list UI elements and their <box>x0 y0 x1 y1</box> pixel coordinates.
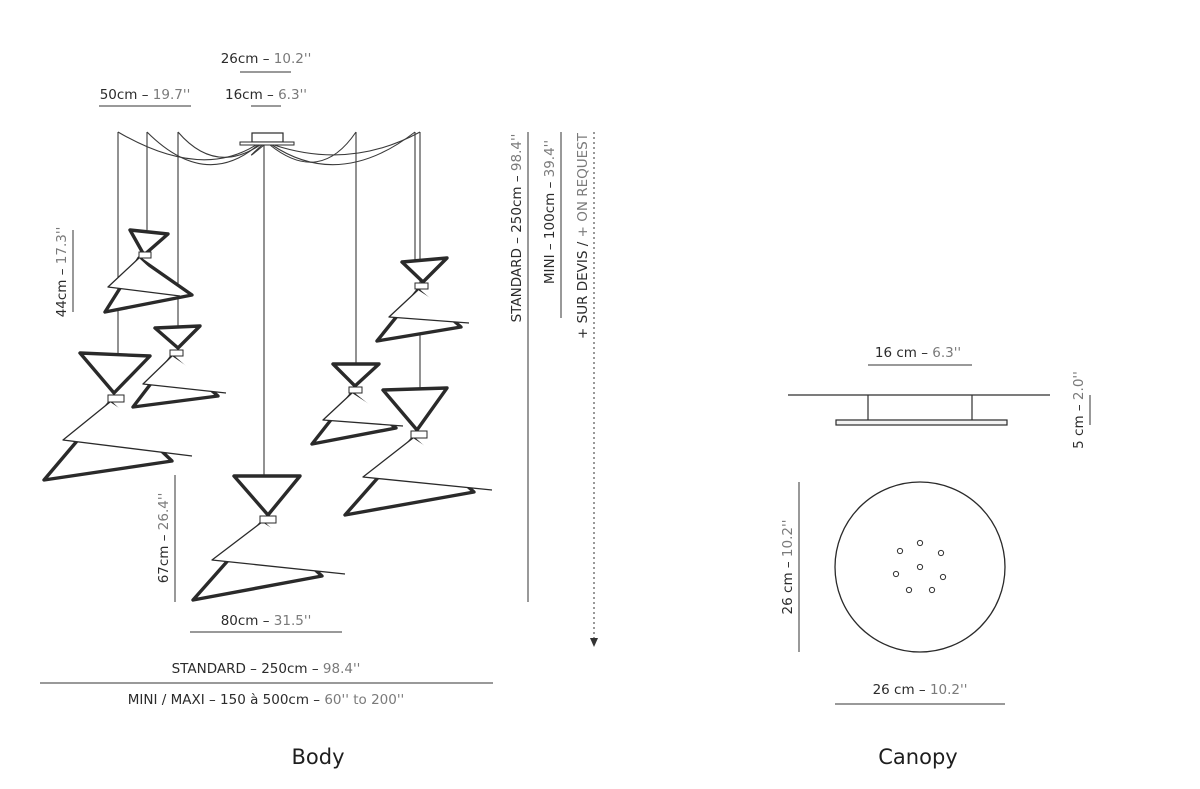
canopy-drawing: 16 cm – 6.3'' 5 cm – 2.0'' <box>780 345 1091 769</box>
canopy-disc <box>251 132 284 143</box>
svg-text:16cm – 6.3'': 16cm – 6.3'' <box>225 87 307 103</box>
dim-shade-small-width: 50cm – 19.7'' <box>99 87 191 107</box>
dim-canopy-inner: 16cm – 6.3'' <box>225 87 307 107</box>
shade-large-left <box>42 351 193 482</box>
canopy-caption: Canopy <box>878 745 957 769</box>
svg-text:+ SUR DEVIS / + ON REQUEST: + SUR DEVIS / + ON REQUEST <box>575 132 591 339</box>
svg-text:80cm – 31.5'': 80cm – 31.5'' <box>221 613 312 629</box>
svg-text:STANDARD – 250cm – 98.4'': STANDARD – 250cm – 98.4'' <box>509 134 525 323</box>
svg-text:67cm – 26.4'': 67cm – 26.4'' <box>156 493 172 584</box>
dim-canopy-plan-width: 26 cm – 10.2'' <box>835 682 1005 705</box>
svg-text:MINI / MAXI – 150 à 500cm – 60: MINI / MAXI – 150 à 500cm – 60'' to 200'… <box>128 692 405 708</box>
svg-text:26cm – 10.2'': 26cm – 10.2'' <box>221 51 312 67</box>
shade-small-top-left <box>103 228 194 314</box>
body-caption: Body <box>291 745 344 769</box>
body-drawing: 26cm – 10.2'' 50cm – 19.7'' 16cm – 6.3'' <box>40 51 598 769</box>
dim-shade-large-height: 67cm – 26.4'' <box>156 475 176 602</box>
shade-large-center <box>191 474 346 602</box>
dim-overall-width: STANDARD – 250cm – 98.4'' MINI / MAXI – … <box>40 661 493 708</box>
canopy-side-view <box>788 394 1050 426</box>
svg-text:5 cm – 2.0'': 5 cm – 2.0'' <box>1071 371 1087 449</box>
shade-small-mid-left <box>131 324 227 409</box>
shade-small-right <box>310 362 404 446</box>
dim-mini-drop: MINI – 100cm – 39.4'' <box>542 132 562 318</box>
svg-text:26 cm – 10.2'': 26 cm – 10.2'' <box>873 682 968 698</box>
dim-canopy-plan-height: 26 cm – 10.2'' <box>780 482 800 652</box>
cable-hole-pattern <box>892 539 947 594</box>
svg-text:STANDARD – 250cm – 98.4'': STANDARD – 250cm – 98.4'' <box>172 661 361 677</box>
dim-canopy-side-inner: 16 cm – 6.3'' <box>868 345 972 366</box>
shade-small-far-right <box>375 256 470 343</box>
svg-text:MINI – 100cm – 39.4'': MINI – 100cm – 39.4'' <box>542 140 558 284</box>
svg-text:44cm – 17.3'': 44cm – 17.3'' <box>54 227 70 318</box>
dim-shade-small-height: 44cm – 17.3'' <box>54 227 74 318</box>
canopy-plan-view <box>834 481 1006 653</box>
swag-cables <box>117 131 421 166</box>
dim-canopy-top: 26cm – 10.2'' <box>221 51 312 73</box>
svg-text:50cm – 19.7'': 50cm – 19.7'' <box>100 87 191 103</box>
svg-text:16 cm – 6.3'': 16 cm – 6.3'' <box>875 345 961 361</box>
dim-shade-large-width: 80cm – 31.5'' <box>190 613 342 633</box>
shade-large-right <box>343 386 493 517</box>
dim-standard-drop: STANDARD – 250cm – 98.4'' <box>509 132 529 602</box>
svg-text:26 cm – 10.2'': 26 cm – 10.2'' <box>780 520 796 615</box>
dim-canopy-side-height: 5 cm – 2.0'' <box>1071 371 1091 449</box>
dim-on-request: + SUR DEVIS / + ON REQUEST <box>575 132 598 647</box>
